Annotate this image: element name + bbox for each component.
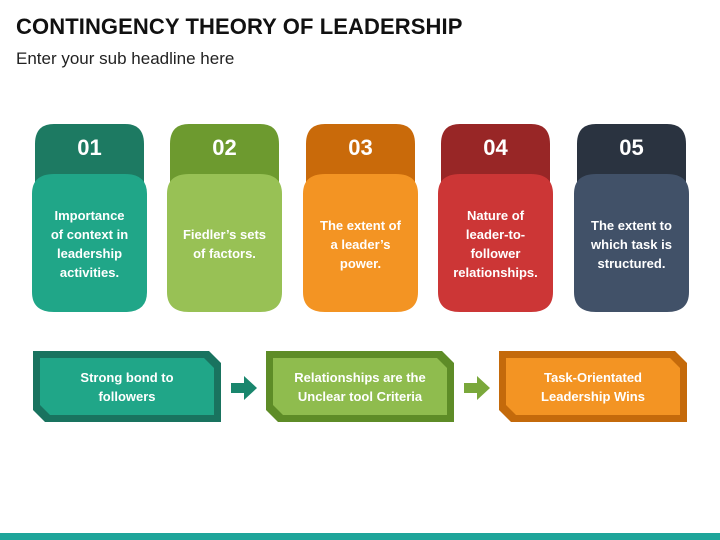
card-04-line-3: follower xyxy=(470,246,521,261)
flow-box-1-text: Strong bond to followers xyxy=(41,357,213,417)
card-01-line-2: of context in xyxy=(50,227,129,242)
card-03-line-2: a leader’s xyxy=(330,236,391,252)
flow-box-2-shape xyxy=(266,351,454,422)
flow-box-2: Relationships are the Unclear tool Crite… xyxy=(264,349,456,424)
card-03-line-1: The extent of xyxy=(320,217,401,233)
flow-box-3-line-2: Leadership Wins xyxy=(541,389,645,404)
card-05-text: The extent to which task is structured. xyxy=(580,180,683,308)
flow-box-1-line-2: followers xyxy=(98,389,156,404)
page-title: CONTINGENCY THEORY OF LEADERSHIP xyxy=(16,14,463,39)
flow-box-2-text: Relationships are the Unclear tool Crite… xyxy=(274,357,446,417)
card-04: 04 Nature of leader-to- follower relatio… xyxy=(438,122,553,314)
card-02-shape xyxy=(167,124,282,312)
card-04-number: 04 xyxy=(483,135,508,160)
flow-box-2-line-1: Relationships are the xyxy=(294,370,426,385)
card-05-shape xyxy=(574,124,689,312)
card-03-text: The extent of a leader’s power. xyxy=(309,180,412,308)
card-04-line-2: leader-to- xyxy=(465,227,526,242)
card-05-line-2: which task is xyxy=(591,236,672,252)
card-01-shape xyxy=(32,124,147,312)
card-02-text: Fiedler’s sets of factors. xyxy=(173,180,276,308)
flow-box-3: Task-Orientated Leadership Wins xyxy=(497,349,689,424)
card-03-shape xyxy=(303,124,418,312)
card-01-text: Importance of context in leadership acti… xyxy=(38,180,141,308)
card-02: 02 Fiedler’s sets of factors. xyxy=(167,122,282,314)
card-05-line-1: The extent to xyxy=(591,217,672,233)
card-01-line-3: leadership xyxy=(56,246,123,261)
card-03-line-3: power. xyxy=(339,255,382,271)
flow-box-1-line-1: Strong bond to xyxy=(80,370,174,385)
flow-box-1-shape xyxy=(33,351,221,422)
card-01-line-4: activities. xyxy=(59,265,120,280)
card-01-line-1: Importance xyxy=(54,208,125,223)
card-02-line-2: of factors. xyxy=(193,246,256,261)
card-04-line-4: relationships. xyxy=(453,265,538,280)
flow-box-3-shape xyxy=(499,351,687,422)
right-arrow-icon xyxy=(231,376,257,400)
flow-box-2-line-2: Unclear tool Criteria xyxy=(297,389,423,404)
card-03-number: 03 xyxy=(348,135,373,160)
card-01-number: 01 xyxy=(77,135,102,160)
card-05-number: 05 xyxy=(619,135,644,160)
card-05: 05 The extent to which task is structure… xyxy=(574,122,689,314)
flow-box-3-text: Task-Orientated Leadership Wins xyxy=(507,357,679,417)
footer-bar xyxy=(0,533,720,540)
card-05-line-3: structured. xyxy=(597,255,666,271)
card-03: 03 The extent of a leader’s power. xyxy=(303,122,418,314)
card-04-line-1: Nature of xyxy=(466,208,525,223)
card-01: 01 Importance of context in leadership a… xyxy=(32,122,147,314)
card-02-number: 02 xyxy=(212,135,237,160)
right-arrow-icon xyxy=(464,376,490,400)
page-subtitle: Enter your sub headline here xyxy=(16,49,235,68)
card-02-line-1: Fiedler’s sets xyxy=(182,227,267,242)
card-04-shape xyxy=(438,124,553,312)
flow-box-3-line-1: Task-Orientated xyxy=(543,370,642,385)
card-04-text: Nature of leader-to- follower relationsh… xyxy=(444,180,547,308)
flow-box-1: Strong bond to followers xyxy=(31,349,223,424)
